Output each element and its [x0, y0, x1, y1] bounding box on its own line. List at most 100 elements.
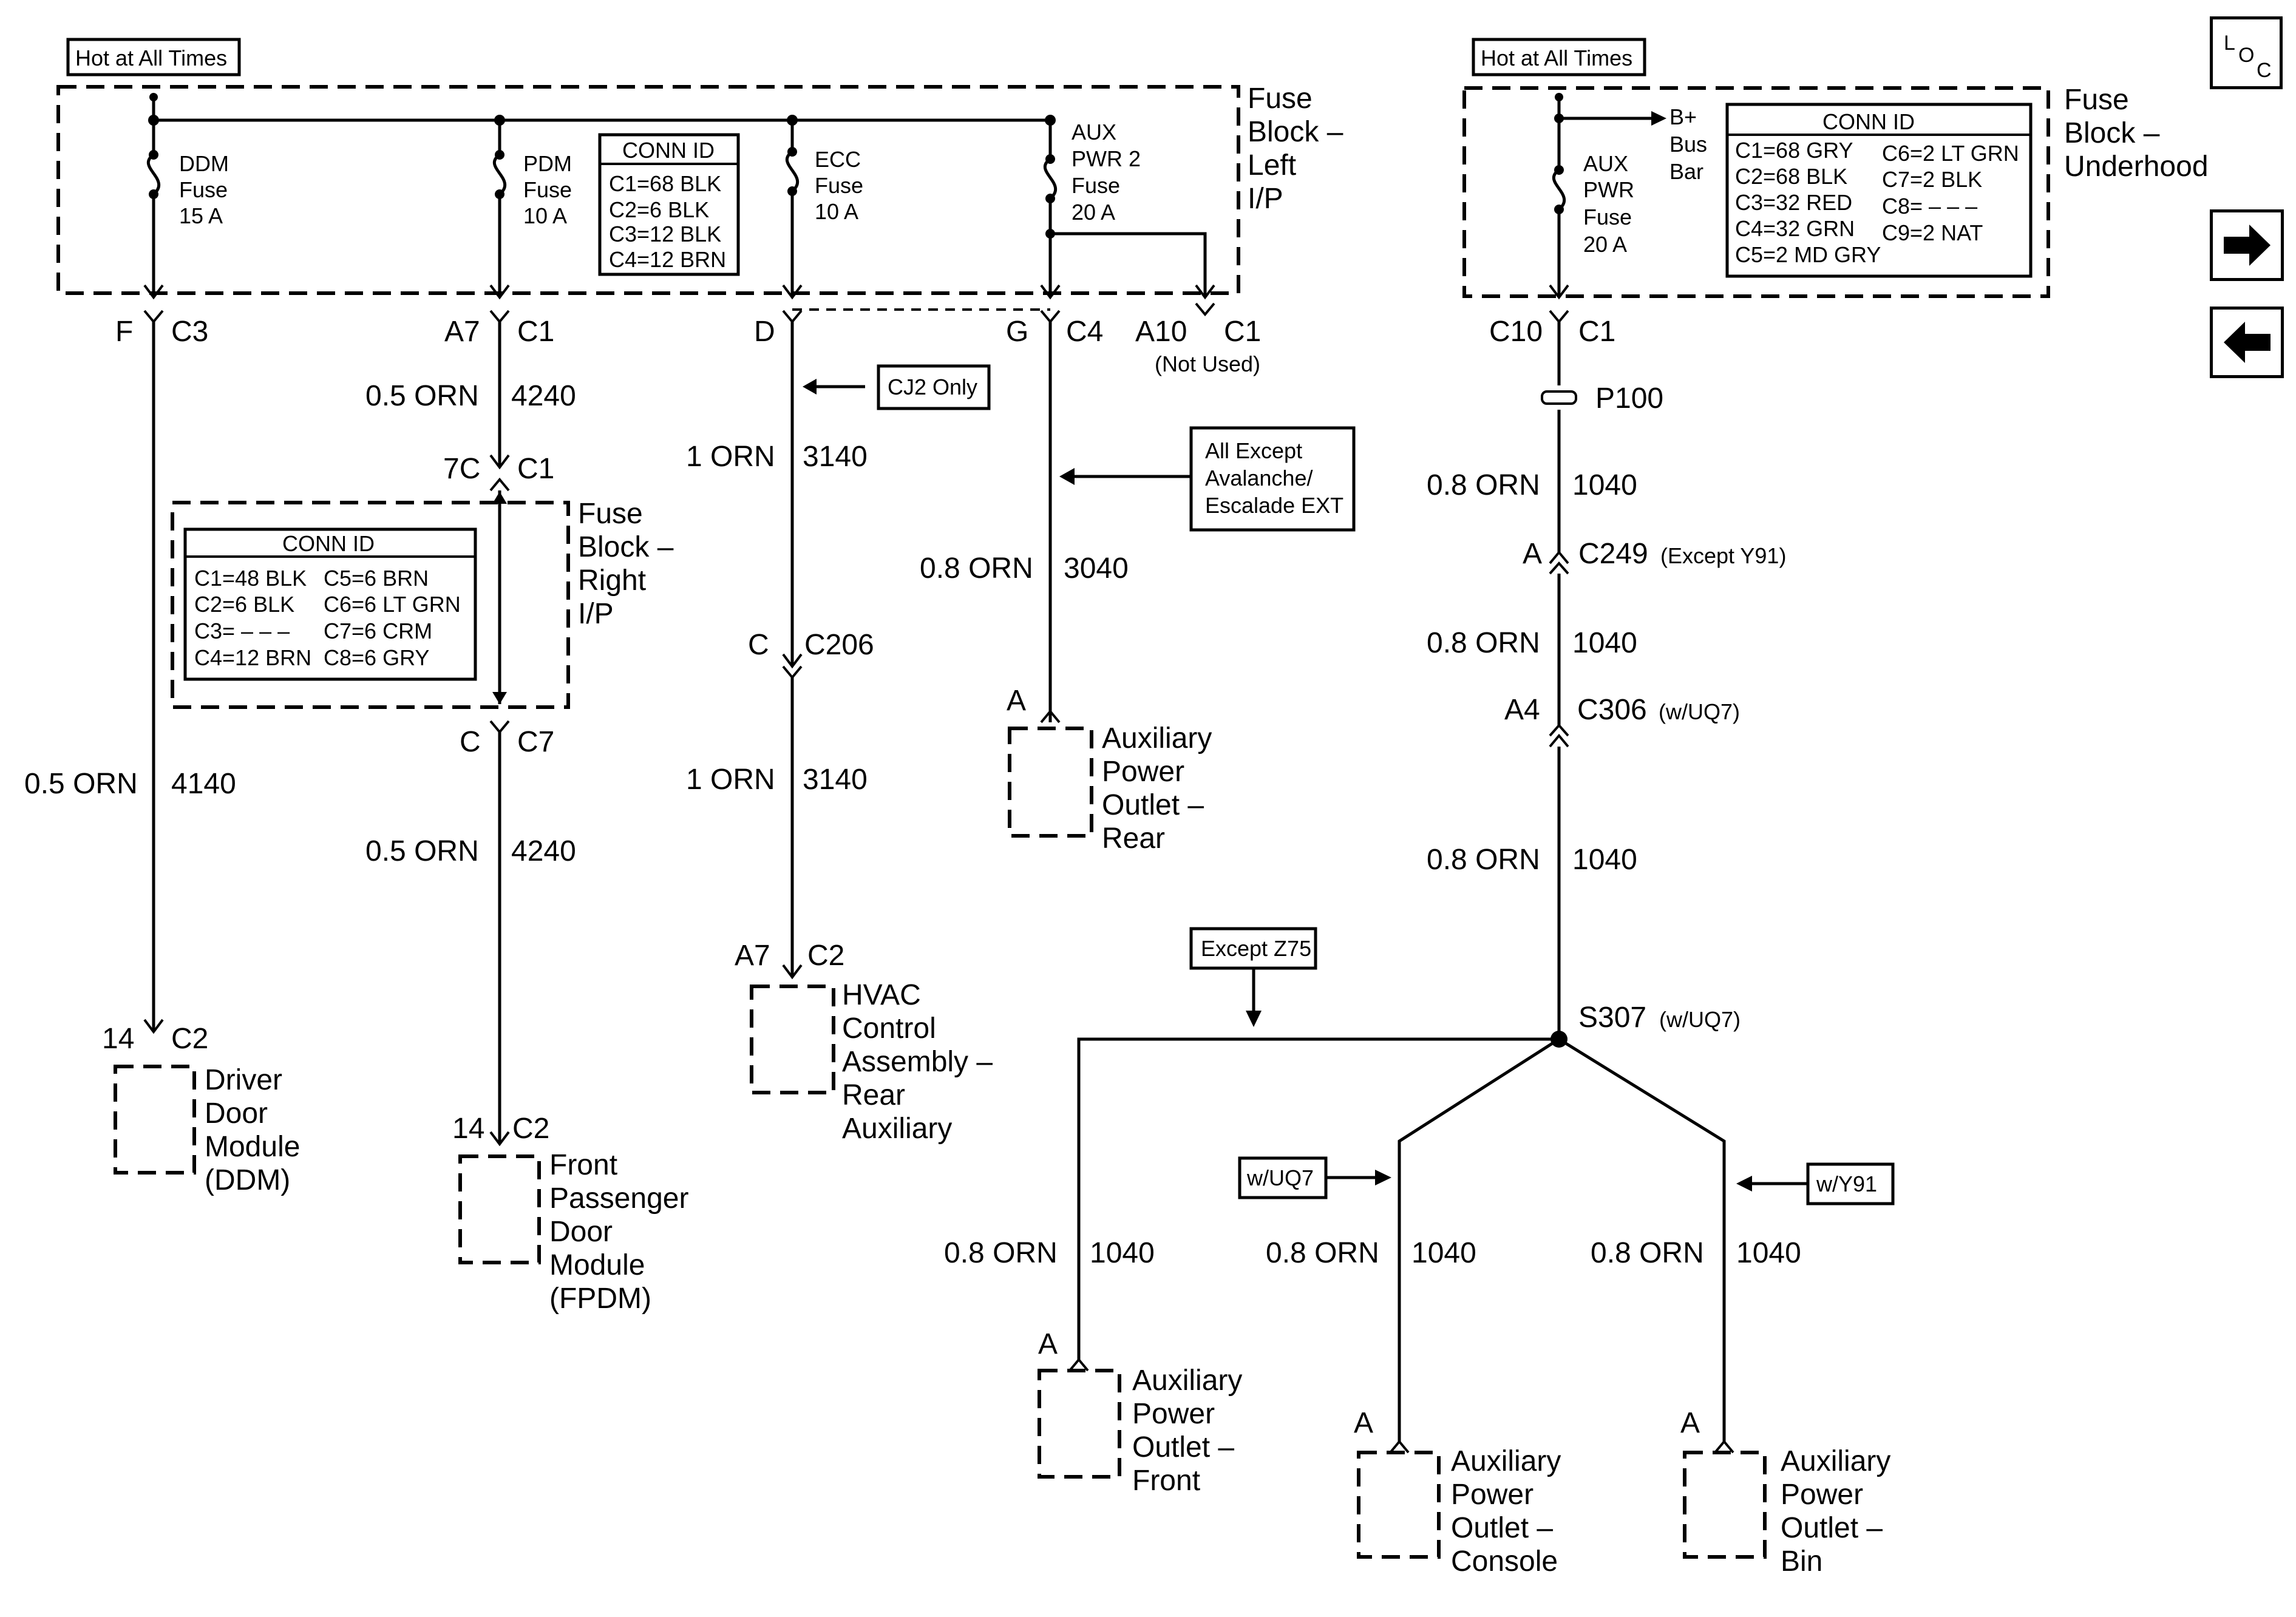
svg-text:(DDM): (DDM) — [205, 1164, 290, 1196]
svg-text:Outlet –: Outlet – — [1102, 789, 1204, 821]
svg-text:4240: 4240 — [511, 835, 576, 867]
apo-bin-label: Auxiliary Power Outlet – Bin — [1781, 1445, 1890, 1578]
svg-text:(Not Used): (Not Used) — [1155, 351, 1260, 376]
svg-text:C7: C7 — [517, 726, 554, 758]
svg-text:3140: 3140 — [803, 441, 868, 473]
svg-text:B+: B+ — [1669, 104, 1697, 129]
svg-text:C5=6 BRN: C5=6 BRN — [324, 566, 429, 591]
svg-text:Door: Door — [205, 1097, 268, 1130]
svg-text:C2: C2 — [512, 1113, 549, 1145]
svg-text:A7: A7 — [735, 940, 770, 972]
fuse-block-left-ip-outline — [56, 85, 1240, 295]
pin-a-console: A — [1354, 1407, 1373, 1439]
svg-text:C3= – – –: C3= – – – — [194, 619, 290, 643]
svg-text:1 ORN: 1 ORN — [686, 764, 775, 796]
svg-text:C4: C4 — [1066, 316, 1103, 348]
svg-text:Module: Module — [205, 1131, 300, 1163]
prev-page-button[interactable] — [2210, 307, 2284, 378]
front-passenger-door-module-label: Front Passenger Door Module (FPDM) — [549, 1149, 688, 1315]
apo-console-box — [1357, 1451, 1441, 1559]
wuq7-note: w/UQ7 — [1238, 1156, 1391, 1199]
apo-front-box — [1038, 1369, 1121, 1479]
pin-a-front: A — [1038, 1328, 1058, 1360]
svg-text:Bar: Bar — [1669, 159, 1703, 184]
next-page-button[interactable] — [2210, 209, 2284, 281]
svg-text:Door: Door — [549, 1216, 613, 1248]
svg-text:F: F — [115, 316, 133, 348]
svg-text:Avalanche/: Avalanche/ — [1205, 466, 1313, 490]
svg-text:C2: C2 — [807, 940, 844, 972]
svg-text:C: C — [2257, 59, 2272, 82]
svg-text:C306: C306 — [1577, 694, 1647, 726]
svg-text:C1=68 GRY: C1=68 GRY — [1735, 138, 1853, 163]
svg-text:w/Y91: w/Y91 — [1816, 1171, 1877, 1196]
connector-labels-left-block: F C3 A7 C1 D G C4 A10 C1 (Not Used) — [115, 302, 1261, 376]
svg-text:Power: Power — [1781, 1479, 1863, 1511]
svg-text:0.8 ORN: 0.8 ORN — [920, 552, 1033, 585]
svg-text:Fuse: Fuse — [1248, 83, 1313, 115]
hvac-control-assembly-box — [750, 985, 835, 1094]
svg-text:(w/UQ7): (w/UQ7) — [1659, 1007, 1741, 1032]
driver-door-module-box — [114, 1065, 196, 1175]
aux-pwr-2-fuse: AUX PWR 2 Fuse 20 A — [1040, 120, 1215, 300]
svg-text:C206: C206 — [804, 629, 874, 661]
svg-text:Block –: Block – — [578, 531, 674, 563]
svg-text:D: D — [754, 316, 775, 348]
svg-text:A7: A7 — [444, 316, 480, 348]
svg-text:I/P: I/P — [1248, 183, 1283, 215]
svg-text:DDM: DDM — [179, 151, 229, 176]
ddm-fuse: DDM Fuse 15 A — [143, 120, 229, 300]
svg-text:10 A: 10 A — [523, 203, 567, 228]
svg-text:Left: Left — [1248, 149, 1296, 181]
svg-text:Power: Power — [1451, 1479, 1533, 1511]
svg-text:0.8 ORN: 0.8 ORN — [1427, 627, 1540, 659]
ddm-circuit-4140: 0.5 ORN 4140 14 C2 — [24, 322, 236, 1055]
apo-console-label: Auxiliary Power Outlet – Console — [1451, 1445, 1561, 1578]
svg-text:Right: Right — [578, 564, 646, 597]
svg-text:G: G — [1006, 316, 1028, 348]
svg-text:Fuse: Fuse — [2064, 84, 2129, 116]
svg-text:(Except Y91): (Except Y91) — [1660, 543, 1786, 568]
cj2-only-note: CJ2 Only — [877, 364, 991, 410]
svg-text:O: O — [2238, 44, 2254, 67]
all-except-avalanche-note: All Except Avalanche/ Escalade EXT — [1189, 426, 1356, 532]
wire-front-circuit: 1040 — [1090, 1237, 1155, 1269]
svg-text:Driver: Driver — [205, 1064, 282, 1096]
aux-pwr-fuse: AUX PWR Fuse 20 A B+ Bus Bar — [1549, 93, 1707, 300]
loc-button[interactable]: L O C — [2210, 16, 2283, 89]
svg-text:C2: C2 — [171, 1023, 208, 1055]
svg-text:C6=6 LT GRN: C6=6 LT GRN — [324, 592, 461, 617]
svg-text:ECC: ECC — [815, 147, 861, 172]
svg-text:Auxiliary: Auxiliary — [1451, 1445, 1561, 1477]
wire-front-color: 0.8 ORN — [944, 1237, 1058, 1269]
svg-text:Rear: Rear — [1102, 822, 1165, 855]
svg-text:CONN ID: CONN ID — [622, 138, 715, 163]
svg-text:3140: 3140 — [803, 764, 868, 796]
svg-text:Except Z75: Except Z75 — [1201, 936, 1311, 961]
apo-front-label: Auxiliary Power Outlet – Front — [1132, 1364, 1242, 1497]
svg-text:C: C — [460, 726, 481, 758]
svg-text:Fuse: Fuse — [1583, 205, 1632, 229]
svg-text:Auxiliary: Auxiliary — [1102, 722, 1212, 754]
svg-text:7C: 7C — [443, 453, 480, 485]
svg-text:w/UQ7: w/UQ7 — [1246, 1165, 1314, 1190]
hvac-circuit-3140: 1 ORN 3140 C C206 1 ORN 3140 A7 C2 — [686, 308, 1050, 980]
svg-text:Fuse: Fuse — [1072, 173, 1120, 198]
wire-bin-color: 0.8 ORN — [1591, 1237, 1704, 1269]
svg-text:Outlet –: Outlet – — [1781, 1512, 1883, 1544]
hvac-control-assembly-label: HVAC Control Assembly – Rear Auxiliary — [842, 979, 993, 1145]
svg-text:CONN ID: CONN ID — [282, 531, 375, 556]
svg-text:C4=32 GRN: C4=32 GRN — [1735, 216, 1855, 241]
svg-text:C2=68 BLK: C2=68 BLK — [1735, 164, 1847, 189]
svg-text:Outlet –: Outlet – — [1132, 1431, 1234, 1463]
svg-text:4240: 4240 — [511, 380, 576, 412]
svg-text:15 A: 15 A — [179, 203, 223, 228]
svg-text:0.8 ORN: 0.8 ORN — [1427, 844, 1540, 876]
fuse-block-left-ip-label: Fuse Block – Left I/P — [1248, 83, 1343, 215]
svg-text:C4=12 BRN: C4=12 BRN — [609, 247, 726, 272]
svg-text:1 ORN: 1 ORN — [686, 441, 775, 473]
svg-text:PWR 2: PWR 2 — [1072, 146, 1141, 171]
svg-text:C1=68 BLK: C1=68 BLK — [609, 171, 721, 196]
label-c1-underhood: C1 — [1578, 316, 1615, 348]
hot-at-all-times-left-tag: Hot at All Times — [66, 38, 241, 76]
